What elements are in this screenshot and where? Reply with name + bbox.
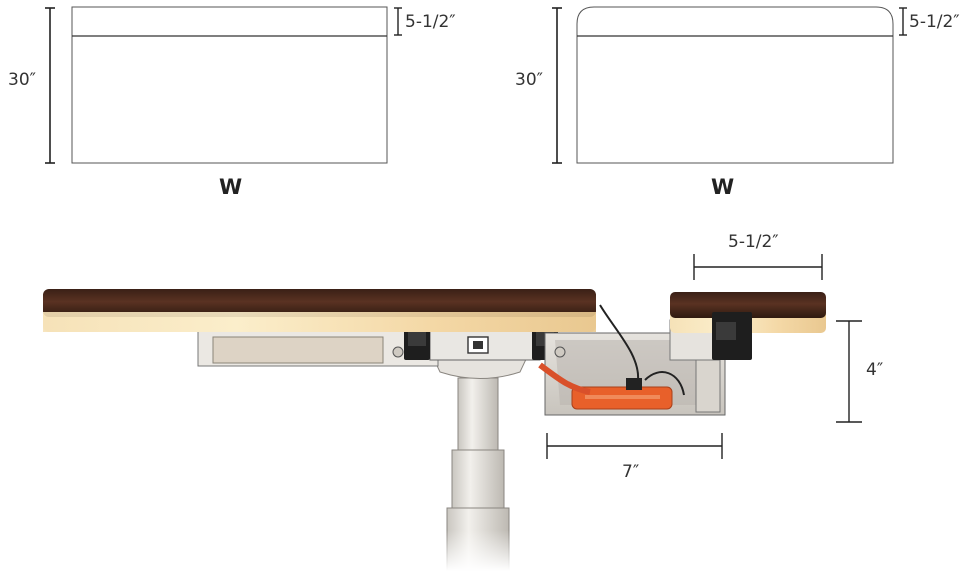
depth-label-left: 30″ <box>8 70 36 90</box>
width-label-left: W <box>219 175 242 199</box>
tray-height-label: 4″ <box>866 360 883 380</box>
tray-bottom-label: 7″ <box>622 462 639 482</box>
screw-icon <box>554 346 566 358</box>
tray-depth-label-right: 5-1/2″ <box>909 12 960 32</box>
width-label-right: W <box>711 175 734 199</box>
desk-column <box>431 354 529 571</box>
top-left-plan-diagram: 30″ 5-1/2″ W <box>8 6 456 199</box>
screw-icon <box>392 346 404 358</box>
top-right-plan-diagram: 30″ 5-1/2″ W <box>515 6 960 199</box>
side-view-dimensions: 5-1/2″ 4″ 7″ <box>546 232 883 482</box>
depth-label-right: 30″ <box>515 70 543 90</box>
data-cable <box>599 304 685 396</box>
desk-top-main <box>43 289 596 332</box>
tray-depth-label-left: 5-1/2″ <box>405 12 456 32</box>
desk-outline-right <box>576 6 894 164</box>
desk-outline-left <box>71 6 388 164</box>
power-cable <box>538 362 591 395</box>
desk-top-return <box>670 292 826 360</box>
side-view-illustration <box>43 289 826 571</box>
tray-width-label: 5-1/2″ <box>728 232 779 252</box>
